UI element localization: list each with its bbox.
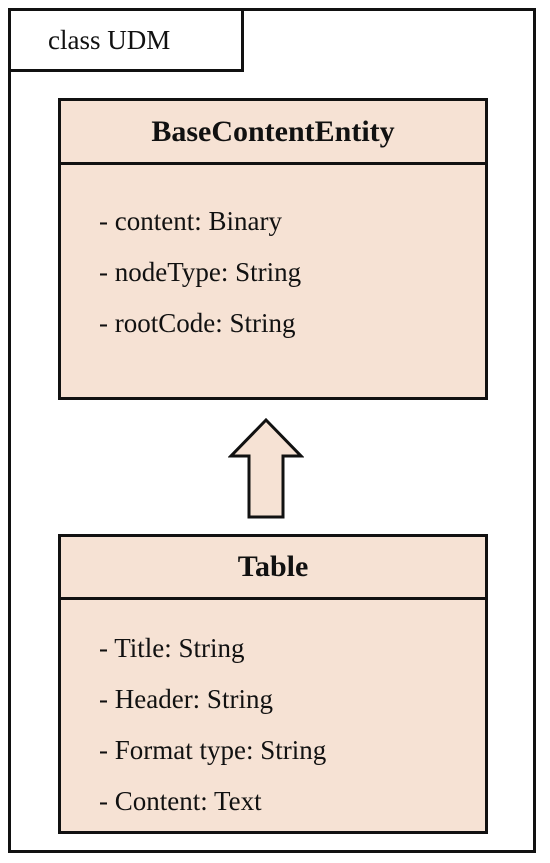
table-class: Table - Title: String - Header: String -…: [58, 534, 488, 834]
hollow-up-arrow-icon: [228, 417, 304, 519]
attribute-list: - content: Binary - nodeType: String - r…: [61, 165, 485, 349]
class-header: BaseContentEntity: [61, 101, 485, 165]
base-content-entity-class: BaseContentEntity - content: Binary - no…: [58, 98, 488, 400]
frame-label-tab: class UDM: [8, 8, 244, 72]
attribute-list: - Title: String - Header: String - Forma…: [61, 600, 485, 827]
attribute-root-code: - rootCode: String: [99, 308, 296, 338]
frame-label: class UDM: [48, 24, 171, 55]
class-name: BaseContentEntity: [151, 114, 395, 148]
class-name: Table: [237, 550, 309, 583]
attribute-content: - Content: Text: [99, 786, 262, 816]
class-header: Table: [61, 537, 485, 600]
attribute-header: - Header: String: [99, 684, 273, 714]
attribute-node-type: - nodeType: String: [99, 257, 302, 287]
inheritance-arrow-shape: [228, 417, 304, 519]
attribute-format-type: - Format type: String: [99, 735, 327, 765]
attribute-title: - Title: String: [99, 633, 245, 663]
attribute-content: - content: Binary: [99, 206, 282, 236]
